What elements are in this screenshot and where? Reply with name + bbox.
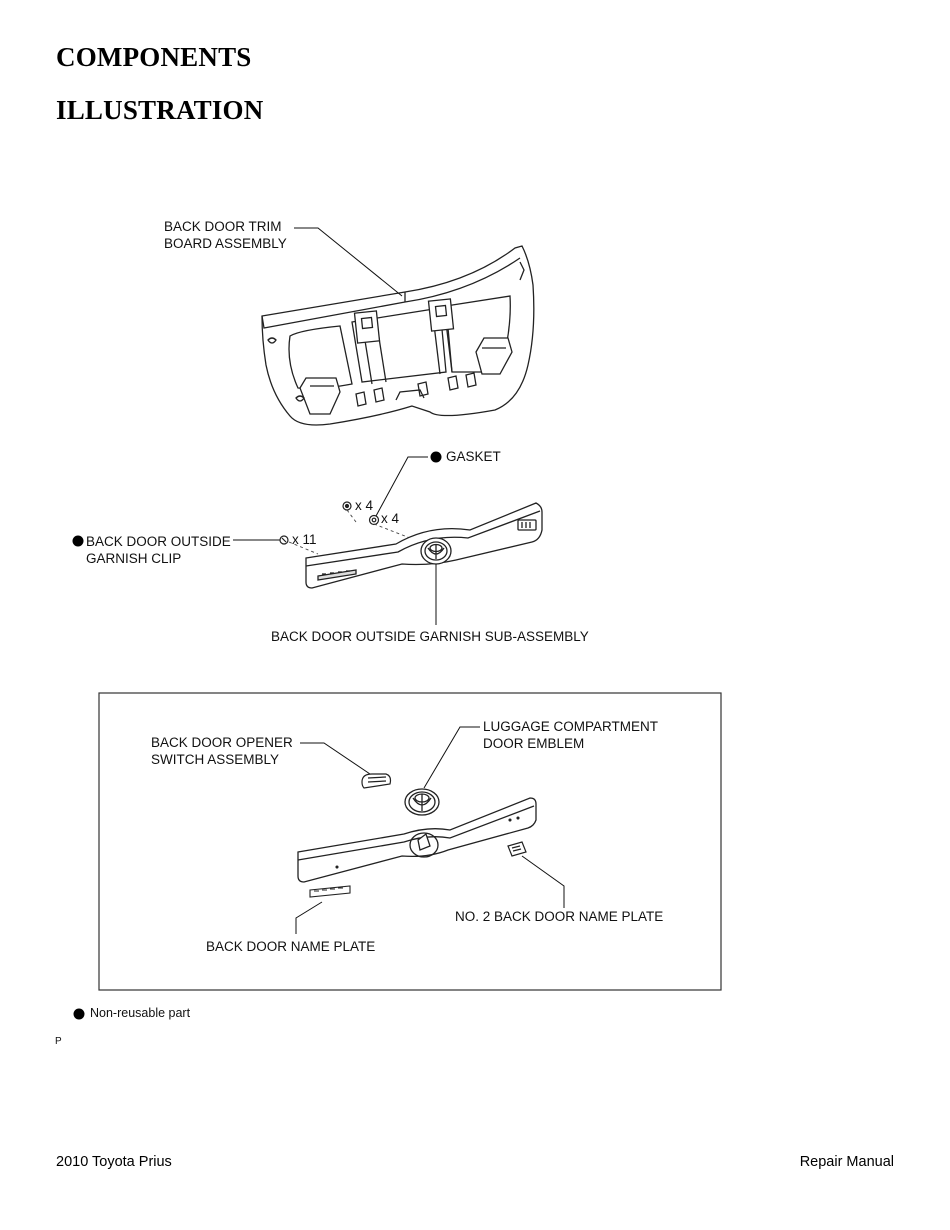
name-plate-leader: [295, 901, 323, 934]
label-gasket: GASKET: [446, 449, 501, 464]
trim-board-drawing: [261, 245, 535, 426]
figure-code: P: [55, 1036, 62, 1047]
dashed-lines: [288, 509, 411, 555]
toyota-emblem-drawing: [404, 788, 440, 816]
legend-text: Non-reusable part: [90, 1006, 191, 1020]
section-heading-components: COMPONENTS: [56, 42, 252, 72]
label-opener-line1: BACK DOOR OPENER: [151, 735, 293, 750]
legend-marker: [73, 1008, 85, 1020]
name-plate-2-leader: [521, 855, 565, 908]
name-plate-drawing: [309, 885, 351, 898]
section-heading-illustration: ILLUSTRATION: [56, 95, 264, 125]
qty-clip: x 11: [292, 532, 317, 547]
label-clip-line2: GARNISH CLIP: [86, 551, 181, 566]
label-emblem-line1: LUGGAGE COMPARTMENT: [483, 719, 658, 734]
non-reusable-marker-gasket: [430, 451, 442, 463]
detail-box: [98, 692, 722, 991]
garnish-detail-drawing: [297, 797, 537, 883]
label-name-plate: BACK DOOR NAME PLATE: [206, 939, 375, 954]
footer-manual: Repair Manual: [799, 1154, 894, 1170]
opener-switch-drawing: [361, 773, 392, 789]
non-reusable-marker-clip: [72, 535, 84, 547]
label-clip-line1: BACK DOOR OUTSIDE: [86, 534, 231, 549]
label-garnish-sub: BACK DOOR OUTSIDE GARNISH SUB-ASSEMBLY: [271, 629, 589, 644]
qty-gasket-b: x 4: [381, 511, 400, 526]
trim-board-leader: [294, 227, 403, 297]
label-emblem-line2: DOOR EMBLEM: [483, 736, 584, 751]
label-opener-line2: SWITCH ASSEMBLY: [151, 752, 279, 767]
opener-leader: [300, 742, 371, 775]
label-name-plate-2: NO. 2 BACK DOOR NAME PLATE: [455, 909, 663, 924]
footer-vehicle: 2010 Toyota Prius: [56, 1154, 172, 1170]
emblem-leader: [423, 726, 480, 789]
gasket-leader: [375, 456, 428, 517]
garnish-drawing: [305, 502, 543, 589]
label-trim-board-line1: BACK DOOR TRIM: [164, 219, 282, 234]
label-trim-board-line2: BOARD ASSEMBLY: [164, 236, 287, 251]
qty-gasket-a: x 4: [355, 498, 374, 513]
name-plate-2-drawing: [507, 841, 527, 857]
